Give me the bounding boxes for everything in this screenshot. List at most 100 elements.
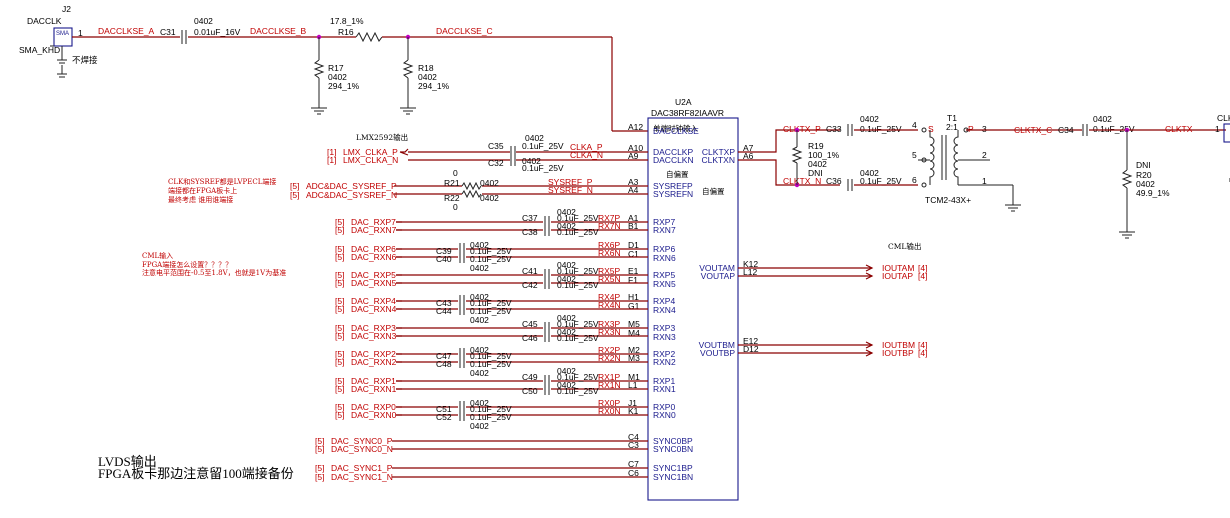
r16-ref: R16	[338, 27, 354, 37]
sma-label: SMA	[56, 31, 69, 37]
lane-cap-n-val: 0.1uF_25V	[470, 306, 512, 316]
c35-ref: C35	[488, 141, 504, 151]
net-sysref-n: SYSREF_N	[548, 185, 593, 195]
chip-pin-number: A12	[628, 122, 643, 132]
chip-pin-name: VOUTBM	[699, 340, 735, 350]
chip-pin-name: SYNC1BN	[653, 472, 693, 482]
lane-net-n: RX1N	[598, 380, 621, 390]
t1-ratio: 2:1	[946, 122, 958, 132]
input-ref: [5]	[335, 331, 344, 341]
c33-pkg: 0402	[860, 114, 879, 124]
input-clka-n: LMX_CLKA_N	[343, 155, 398, 165]
r20-val: 49.9_1%	[1136, 188, 1170, 198]
t1-s-label: S	[928, 124, 934, 134]
input-sync: DAC_SYNC0_N	[331, 444, 393, 454]
chip-left-pins: DACCLKSEA12DACCLKPA10DACCLKNA9SYSREFPA3S…	[628, 122, 699, 482]
clk-connector-ref: CLK	[1217, 113, 1230, 123]
r19-note: DNI	[808, 168, 823, 178]
connector-name: DACCLK	[27, 16, 62, 26]
chip-pin-number: C3	[628, 440, 639, 450]
input-ref: [5]	[315, 444, 324, 454]
note-clk-1: CLK和SYSREF都是LVPECL端接	[168, 177, 276, 186]
note-self-bias-1: 自偏置	[666, 169, 689, 179]
connector-ref: J2	[62, 4, 71, 14]
lane-cap-p-pkg: 0402	[557, 260, 576, 270]
r18-val: 294_1%	[418, 81, 450, 91]
t1-pin-6: 6	[912, 175, 917, 185]
c36-val: 0.1uF_25V	[860, 176, 902, 186]
input-sysref-n: ADC&DAC_SYSREF_N	[306, 190, 397, 200]
input-ref: [5]	[335, 278, 344, 288]
connector-pin: 1	[78, 28, 83, 38]
r17-resistor	[313, 59, 325, 79]
net-dacclkse-a: DACCLKSE_A	[98, 26, 155, 36]
input-ref: [5]	[335, 270, 344, 280]
t1-secondary-coil	[953, 130, 959, 185]
lane-net-n: RX5N	[598, 274, 621, 284]
input-lane-n: DAC_RXN3	[351, 331, 397, 341]
chip-pin-number: M5	[628, 319, 640, 329]
output-ref: [4]	[918, 348, 927, 358]
sync-lines: [5]DAC_SYNC0_P[5]DAC_SYNC0_N[5]DAC_SYNC1…	[315, 436, 648, 482]
t1-pin-1: 1	[982, 176, 987, 186]
input-lane-p: DAC_RXP0	[351, 402, 396, 412]
output-name: IOUTBM	[882, 340, 915, 350]
c33-val: 0.1uF_25V	[860, 124, 902, 134]
lane-cap-p-pkg: 0402	[470, 398, 489, 408]
lane-cap-n-val: 0.1uF_25V	[557, 333, 599, 343]
input-lane-p: DAC_RXP3	[351, 323, 396, 333]
lane-cap-p-ref: C49	[522, 372, 538, 382]
output-ref: [4]	[918, 340, 927, 350]
r16-resistor	[355, 31, 383, 43]
note-clk-2: 端接都在FPGA板卡上	[168, 186, 237, 195]
c35-val: 0.1uF_25V	[522, 141, 564, 151]
lane-net-n: RX4N	[598, 300, 621, 310]
net-dacclkse-c: DACCLKSE_C	[436, 26, 493, 36]
c35-pkg: 0402	[525, 133, 544, 143]
input-ref-sysref-n: [5]	[290, 190, 299, 200]
r22-pkg: 0402	[480, 193, 499, 203]
net-clktx: CLKTX	[1165, 124, 1193, 134]
lane-cap-n-ref: C38	[522, 227, 538, 237]
r20-ref: R20	[1136, 170, 1152, 180]
input-lane-n: DAC_RXN2	[351, 357, 397, 367]
lane-cap-p-ref: C43	[436, 298, 452, 308]
c36-ref: C36	[826, 176, 842, 186]
c32-pkg: 0402	[522, 156, 541, 166]
r18-pkg: 0402	[418, 72, 437, 82]
t1-pin-5: 5	[912, 150, 917, 160]
note-self-bias-2: 自偏置	[702, 186, 725, 196]
input-ref: [5]	[335, 252, 344, 262]
chip-pin-number: C1	[628, 249, 639, 259]
chip-pin-name: RXN1	[653, 384, 676, 394]
input-lane-n: DAC_RXN4	[351, 304, 397, 314]
chip-pin-name: SYNC0BP	[653, 436, 693, 446]
r22-resistor	[461, 189, 482, 199]
lane-net-n: RX6N	[598, 248, 621, 258]
lane-cap-p-ref: C39	[436, 246, 452, 256]
input-ref: [5]	[315, 472, 324, 482]
input-ref: [5]	[315, 463, 324, 473]
lane-net-n: RX0N	[598, 406, 621, 416]
input-lane-p: DAC_RXP1	[351, 376, 396, 386]
lane-cap-p-val: 0.1uF_25V	[557, 319, 599, 329]
lane-cap-p-val: 0.1uF_25V	[470, 246, 512, 256]
c32-ref: C32	[488, 158, 504, 168]
c32-val: 0.1uF_25V	[522, 163, 564, 173]
lane-net-n: RX3N	[598, 327, 621, 337]
r20-note: DNI	[1136, 160, 1151, 170]
chip-pin-name: RXN7	[653, 225, 676, 235]
input-lane-n: DAC_RXN1	[351, 384, 397, 394]
c34-pkg: 0402	[1093, 114, 1112, 124]
input-sync: DAC_SYNC1_N	[331, 472, 393, 482]
input-lane-p: DAC_RXP7	[351, 217, 396, 227]
lane-cap-n-pkg: 0402	[557, 221, 576, 231]
iout-outputs: IOUTAM[4]IOUTAP[4]IOUTBM[4]IOUTBP[4]	[738, 263, 927, 358]
lane-cap-p-pkg: 0402	[470, 345, 489, 355]
lane-cap-n-ref: C44	[436, 306, 452, 316]
chip-pin-number: A6	[743, 151, 754, 161]
input-lane-p: DAC_RXP2	[351, 349, 396, 359]
lane-cap-p-ref: C37	[522, 213, 538, 223]
